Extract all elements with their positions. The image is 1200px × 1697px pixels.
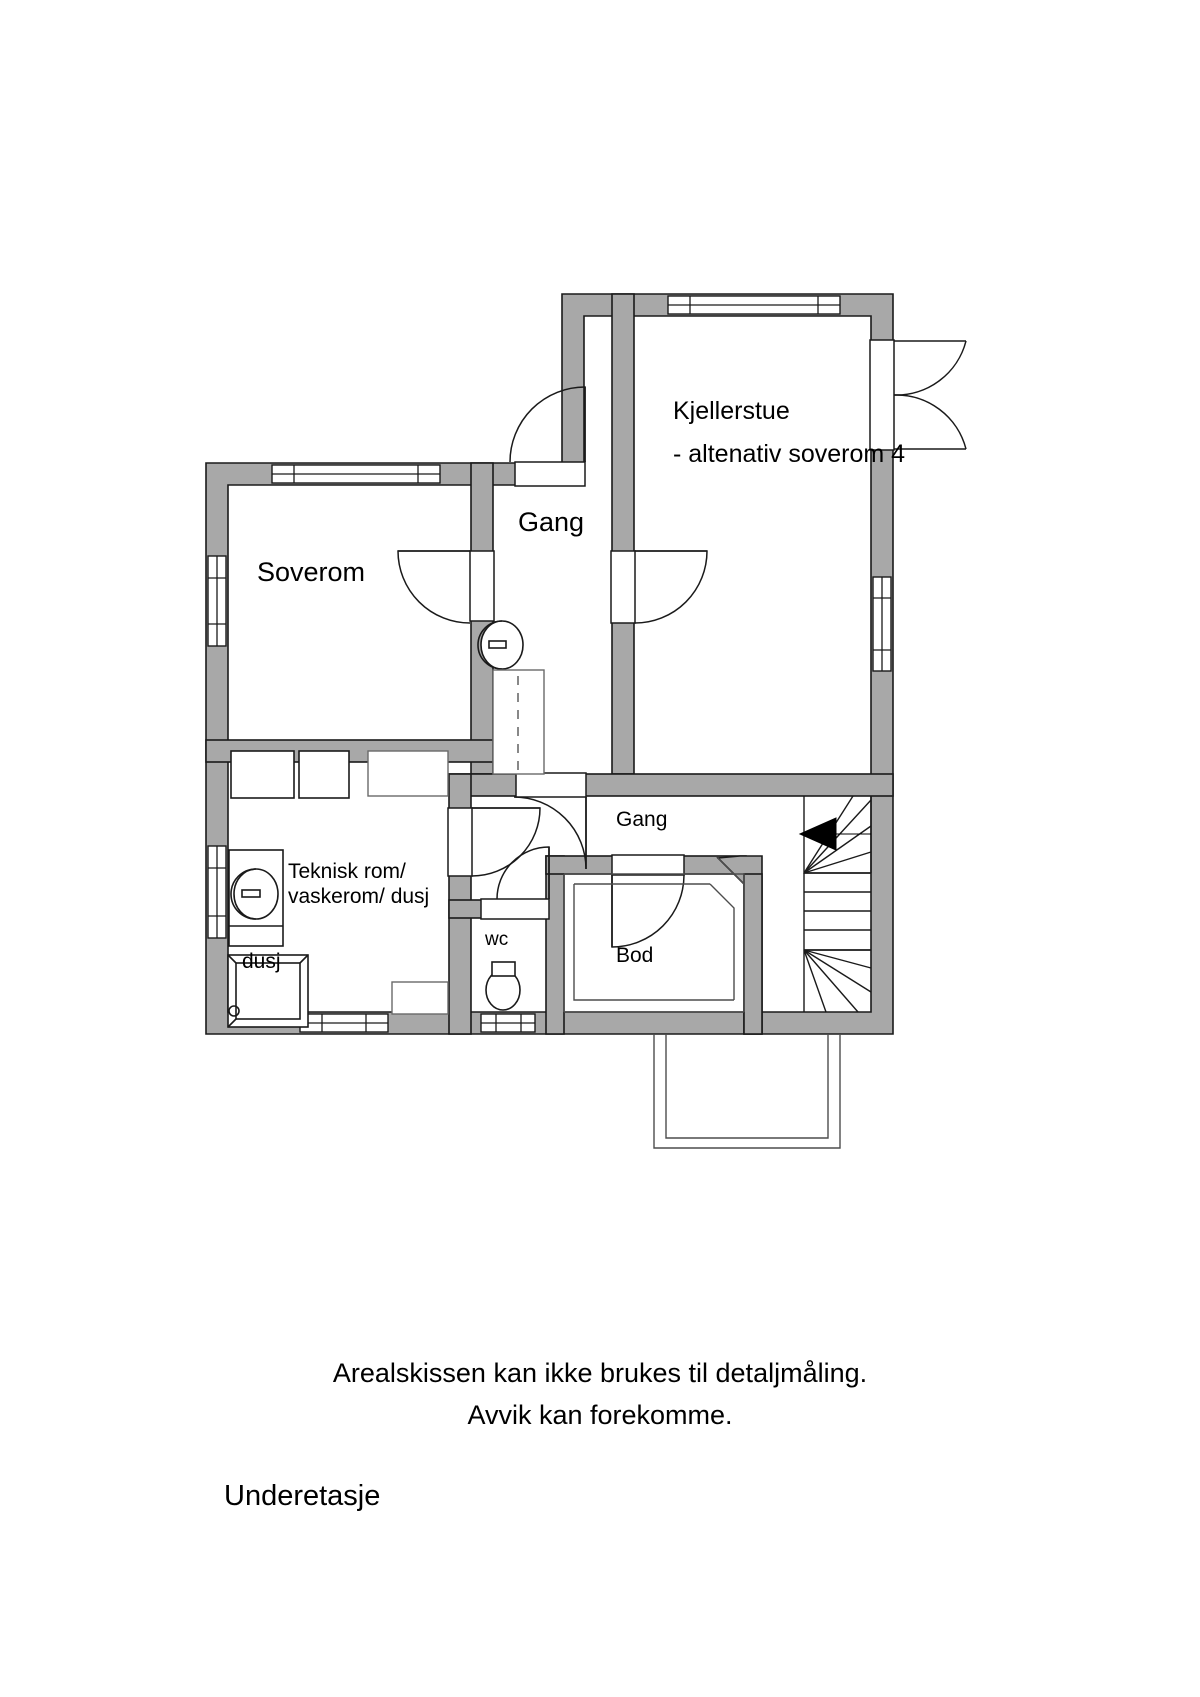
- up-arrow-icon: [798, 817, 837, 851]
- room-label-gang-upper: Gang: [518, 507, 584, 537]
- window-teknisk-west: [207, 845, 227, 939]
- room-label-soverom: Soverom: [257, 557, 365, 587]
- floor-plan-drawing: Soverom Gang Kjellerstue - altenativ sov…: [205, 293, 967, 1149]
- disclaimer-line-1: Arealskissen kan ikke brukes til detaljm…: [332, 1358, 868, 1388]
- door-kjellerstue: [610, 550, 708, 624]
- doors: [397, 339, 967, 948]
- window-soverom-west: [207, 555, 227, 647]
- floor-plan-canvas: Soverom Gang Kjellerstue - altenativ sov…: [205, 293, 967, 1149]
- window-wc-south: [480, 1013, 536, 1033]
- window-soverom-north: [271, 464, 441, 484]
- door-soverom: [397, 550, 495, 624]
- window-kjellerstue-east: [872, 576, 892, 672]
- wall-structure: [205, 293, 894, 1035]
- counter-bottom: [391, 981, 449, 1015]
- toilet-wc: [485, 961, 521, 1011]
- room-labels: Soverom Gang Kjellerstue - altenativ sov…: [242, 397, 905, 973]
- window-kjellerstue-north: [667, 295, 841, 315]
- interior-wall-kjellerstue-left: [611, 293, 635, 775]
- appliance-box-1: [230, 750, 295, 799]
- room-label-bod: Bod: [616, 944, 653, 967]
- exterior-projection: [653, 1034, 841, 1149]
- appliance-box-2: [298, 750, 350, 799]
- sink-basin-gang: [477, 620, 524, 670]
- disclaimer-caption: Arealskissen kan ikke brukes til detaljm…: [0, 1352, 1200, 1436]
- dusj-cabin: [227, 954, 309, 1028]
- room-label-teknisk-line2: vaskerom/ dusj: [288, 885, 429, 908]
- room-label-gang-lower: Gang: [616, 808, 667, 831]
- room-label-wc: wc: [484, 929, 508, 950]
- room-sublabel-kjellerstue: - altenativ soverom 4: [673, 440, 905, 468]
- fixtures: [227, 620, 745, 1028]
- door-gang-north: [509, 386, 586, 487]
- door-wc: [480, 846, 550, 920]
- counter-top: [367, 750, 449, 797]
- winder-staircase: [798, 795, 872, 1013]
- door-gang-south: [513, 772, 587, 870]
- bod-inner-outline: [563, 857, 745, 1013]
- window-teknisk-south: [299, 1013, 389, 1033]
- door-bod: [611, 854, 685, 948]
- room-label-teknisk-line1: Teknisk rom/: [288, 860, 406, 883]
- room-label-dusj: dusj: [242, 950, 281, 973]
- sink-basin-teknisk: [228, 849, 284, 947]
- door-teknisk: [447, 807, 541, 877]
- windows: [207, 295, 892, 1033]
- room-label-kjellerstue: Kjellerstue: [673, 397, 790, 425]
- bench-gang: [492, 669, 545, 775]
- door-kjellerstue-east-double: [869, 339, 967, 451]
- floor-label: Underetasje: [224, 1480, 381, 1512]
- interior-wall-bod-right: [743, 873, 763, 1035]
- disclaimer-line-2: Avvik kan forekomme.: [467, 1400, 733, 1430]
